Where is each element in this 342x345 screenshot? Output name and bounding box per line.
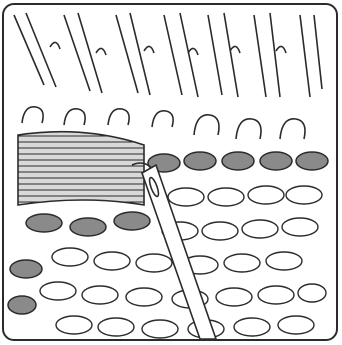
figure-frame — [2, 3, 338, 341]
knitting-illustration — [4, 5, 336, 339]
knitting-needles-icon — [14, 13, 322, 97]
